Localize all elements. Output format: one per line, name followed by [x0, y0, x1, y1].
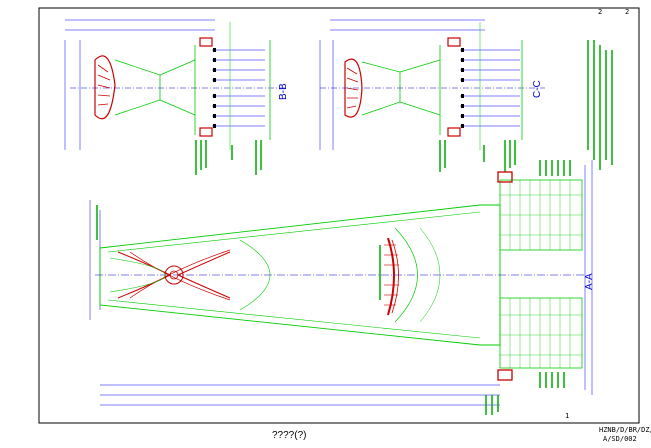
notes-block — [587, 40, 613, 170]
section-b-label: B-B — [278, 83, 289, 100]
plan-a-view: A-A — [89, 160, 595, 415]
corner-mark: 1 — [565, 412, 569, 420]
drawing-title: ????(?) — [272, 430, 306, 441]
sheet-frame — [38, 7, 640, 424]
page-number: 2 — [598, 8, 602, 16]
section-c-view: C-C — [319, 19, 545, 172]
drawing-number-line1: HZNB/D/BR/DZ/ — [599, 426, 651, 434]
plan-a-label: A-A — [584, 273, 595, 290]
section-b-view: B-B — [64, 19, 289, 175]
page-total: 2 — [625, 8, 629, 16]
drawing-number-line2: A/SD/002 — [603, 435, 637, 443]
section-c-label: C-C — [532, 80, 543, 98]
